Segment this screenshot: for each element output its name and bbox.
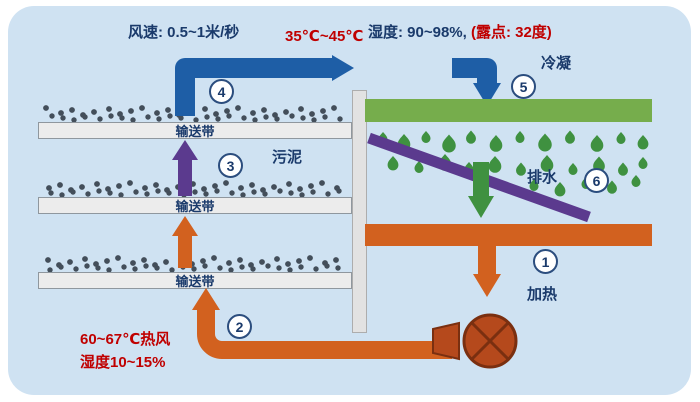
condense-label: 冷凝 — [541, 55, 572, 72]
wind-speed-label: 风速: 0.5~1米/秒 — [128, 24, 240, 41]
step-badge-3: 3 — [218, 153, 243, 178]
chamber-divider — [352, 90, 367, 333]
step-badge-1: 1 — [533, 249, 558, 274]
conveyor-belt-3: 输送带 — [38, 272, 352, 289]
humidity-value: 湿度: 90~98%, — [368, 24, 467, 41]
conveyor-belt-2-label: 输送带 — [175, 199, 215, 214]
conveyor-belt-1: 输送带 — [38, 122, 352, 139]
humidity-label: 湿度: 90~98%, (露点: 32度) — [368, 21, 552, 42]
step-badge-4: 4 — [209, 79, 234, 104]
sludge-label: 污泥 — [272, 149, 303, 166]
hot-air-temp-label: 60~67℃热风 — [80, 331, 171, 348]
conveyor-belt-1-label: 输送带 — [175, 124, 215, 139]
heat-label: 加热 — [527, 286, 558, 303]
step-badge-5: 5 — [511, 74, 536, 99]
dew-point-value: (露点: 32度) — [470, 24, 552, 41]
conveyor-belt-3-label: 输送带 — [175, 274, 215, 289]
conveyor-belt-2: 输送带 — [38, 197, 352, 214]
step-badge-6: 6 — [584, 168, 609, 193]
sludge-dots-belt2 — [46, 180, 342, 197]
step-badge-2: 2 — [227, 314, 252, 339]
sludge-dots-belt1 — [43, 105, 343, 122]
drain-label: 排水 — [527, 169, 558, 186]
hot-air-humidity-label: 湿度10~15% — [80, 354, 166, 371]
sludge-dots-belt3 — [45, 255, 341, 272]
temperature-label: 35℃~45℃ — [285, 28, 364, 45]
